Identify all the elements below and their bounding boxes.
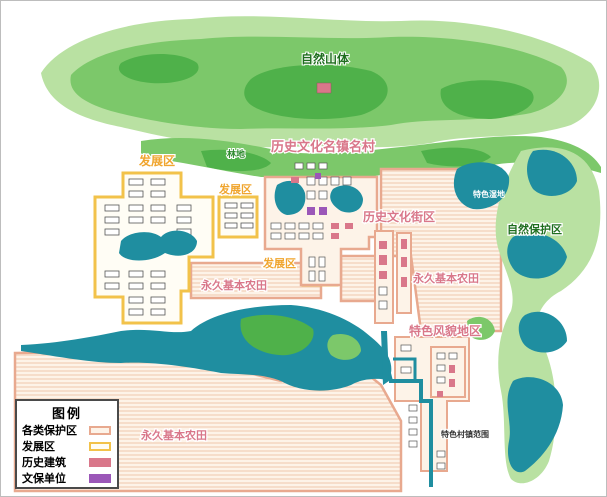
label-development-west: 发展区 [138, 153, 175, 168]
label-wetland: 特色湿地 [473, 189, 505, 199]
legend-item-label: 文保单位 [22, 472, 66, 485]
map-legend: 图例 各类保护区 发展区 历史建筑 文保单位 [15, 399, 119, 489]
label-historic-town: 历史文化名镇名村 [271, 139, 375, 155]
legend-item-heritage-unit: 文保单位 [17, 470, 117, 486]
legend-swatch-heritage-unit [89, 473, 111, 483]
historic-street [374, 230, 412, 324]
label-natural-mountain: 自然山体 [301, 51, 350, 66]
water-body [21, 305, 393, 391]
label-farmland-east: 永久基本农田 [412, 271, 479, 285]
label-development-central: 发展区 [218, 182, 252, 196]
legend-item-label: 历史建筑 [22, 456, 66, 469]
legend-item-label: 发展区 [22, 440, 55, 453]
legend-title: 图例 [51, 407, 82, 422]
historic-town [263, 162, 379, 287]
label-forest: 林地 [227, 148, 245, 160]
legend-swatch-historic-building [89, 457, 111, 467]
legend-item-development-zone: 发展区 [17, 438, 117, 454]
development-west [93, 171, 215, 325]
label-farmland-central: 永久基本农田 [200, 278, 267, 292]
label-nature-reserve: 自然保护区 [507, 222, 562, 236]
label-scenic-area: 特色风貌地区 [409, 323, 481, 338]
map-labels: 自然山体 林地 历史文化名镇名村 发展区 发展区 发展区 历史文化街区 永久基本… [137, 50, 564, 443]
mountain-area [41, 16, 600, 148]
label-historic-street: 历史文化街区 [363, 209, 435, 224]
label-village-core: 特色村镇范围 [441, 429, 489, 439]
legend-swatch-protected-zone [89, 425, 111, 435]
legend-item-historic-building: 历史建筑 [17, 454, 117, 470]
legend-swatch-development-zone [89, 441, 111, 451]
legend-item-label: 各类保护区 [22, 424, 77, 437]
forest-area [141, 136, 601, 177]
nature-reserve [453, 147, 601, 484]
label-development-south: 发展区 [262, 256, 296, 270]
scenic-area [389, 336, 470, 487]
label-farmland-southwest: 永久基本农田 [140, 428, 207, 442]
legend-item-protected-zone: 各类保护区 [17, 422, 117, 438]
